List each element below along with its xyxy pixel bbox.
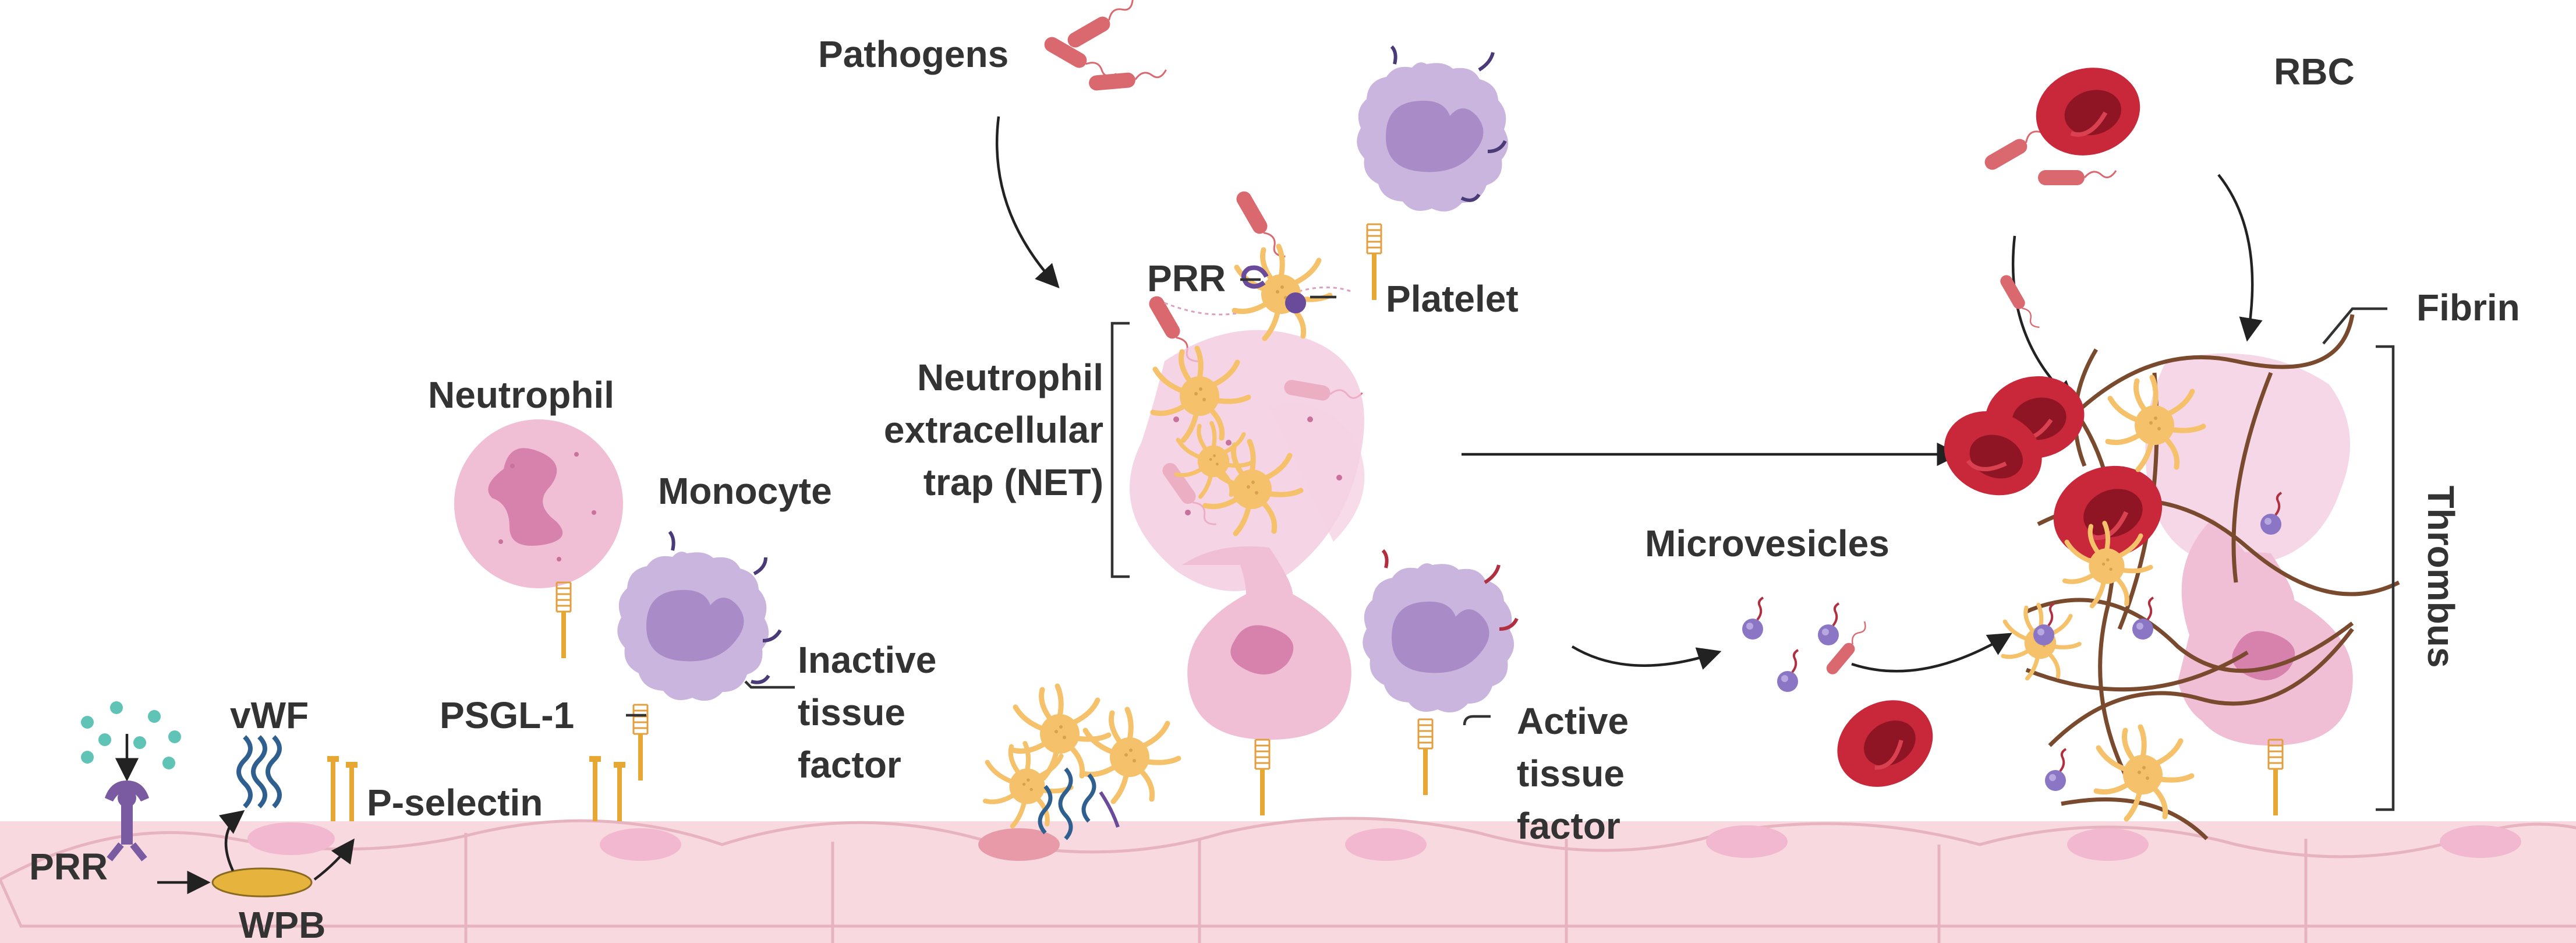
inactive-tf-leader [744, 680, 795, 689]
p-selectin-pair [327, 756, 625, 821]
label-platelet: Platelet [1386, 278, 1519, 320]
label-fibrin: Fibrin [2416, 287, 2520, 329]
label-rbc: RBC [2274, 51, 2355, 93]
label-vwf: vWF [230, 694, 309, 736]
label-net-line3: trap (NET) [923, 461, 1103, 503]
monocyte-cell [617, 531, 782, 782]
label-microvesicles: Microvesicles [1645, 522, 1889, 564]
net-bracket [1110, 322, 1130, 578]
microvesicles [1741, 596, 1840, 693]
label-pathogens: Pathogens [818, 33, 1009, 75]
platelet-cluster-surface [985, 686, 1179, 840]
net-region [1130, 246, 1365, 591]
fibrin-leader [2322, 307, 2387, 345]
wpb-granule [211, 867, 313, 898]
thrombus-bracket [2376, 345, 2395, 811]
label-active-line1: Active [1517, 700, 1629, 742]
label-net-line1: Neutrophil [917, 356, 1103, 398]
label-pselectin: P-selectin [367, 782, 543, 824]
wpb-to-pselectin-arrow [313, 838, 355, 881]
prr-receptor-bottom [81, 701, 181, 861]
thrombus [1821, 272, 2400, 840]
rbc-to-thrombus-arrow [2217, 174, 2263, 342]
label-active-line2: tissue [1517, 753, 1625, 794]
monocyte-to-microvesicles-arrow [1571, 645, 1722, 670]
label-inactive-line3: factor [798, 744, 901, 786]
microvesicles-to-thrombus-arrow [1851, 633, 2012, 673]
label-inactive-line2: tissue [798, 691, 905, 733]
label-inactive-line1: Inactive [798, 639, 936, 681]
label-neutrophil: Neutrophil [428, 374, 614, 416]
label-wpb: WPB [239, 904, 325, 943]
label-active-line3: factor [1517, 805, 1620, 847]
monocyte-top [1357, 45, 1509, 301]
active-tf-leader [1463, 715, 1491, 726]
monocyte-active [1363, 549, 1519, 796]
prr-top-receptor [1241, 265, 1306, 313]
wpb-to-vwf-arrow [218, 810, 245, 871]
label-psgl1: PSGL-1 [440, 694, 574, 736]
pathogens-arrow [995, 116, 1060, 288]
vwf-strands [236, 735, 282, 808]
label-thrombus: Thrombus [2420, 486, 2462, 668]
label-monocyte: Monocyte [658, 470, 832, 512]
label-net-line2: extracellular [884, 409, 1103, 451]
label-prr-bottom: PRR [29, 846, 108, 888]
neutrophil-cell [454, 419, 623, 659]
endothelium [0, 817, 2576, 943]
rbc-free [2026, 56, 2150, 167]
label-prr-top: PRR [1147, 257, 1226, 299]
